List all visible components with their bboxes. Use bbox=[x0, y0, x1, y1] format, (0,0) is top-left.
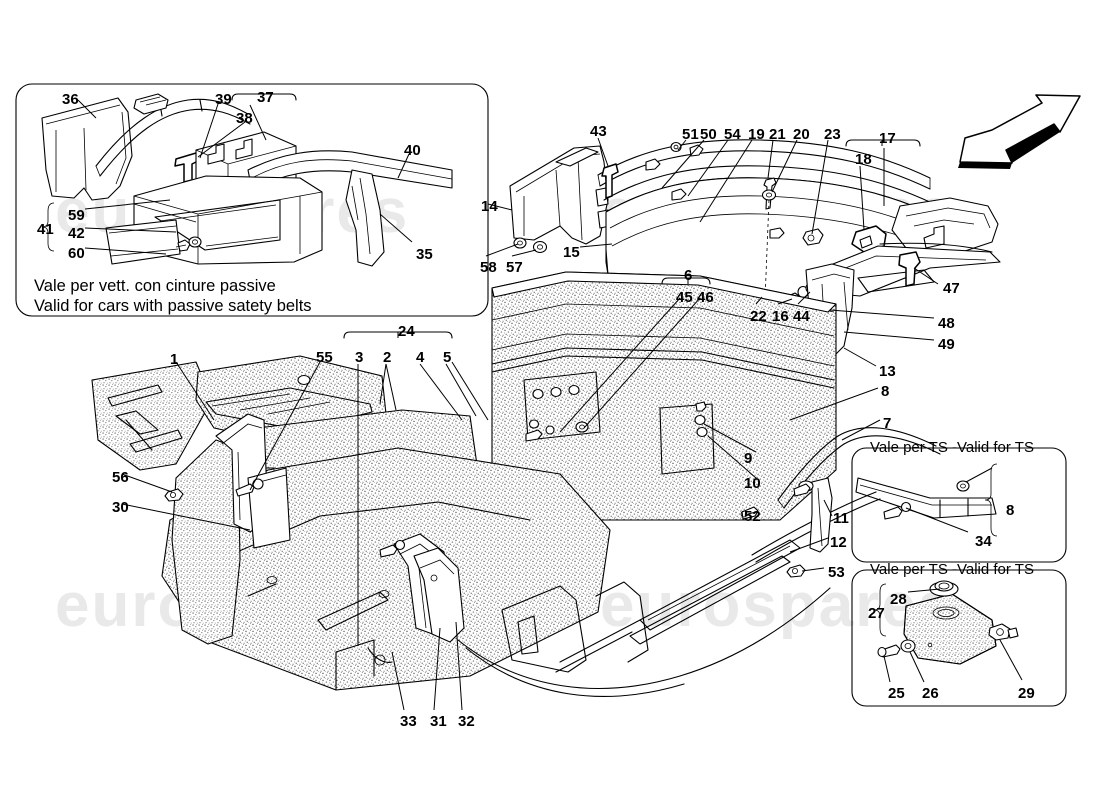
callout-number: 21 bbox=[769, 126, 786, 143]
callout-number: 55 bbox=[316, 349, 333, 366]
callout-number: 3 bbox=[355, 349, 364, 366]
callout-number: 2 bbox=[383, 349, 392, 366]
callout-number: 12 bbox=[830, 534, 847, 551]
inset-caption-passive-it: Vale per vett. con cinture passive bbox=[34, 277, 276, 295]
callout-number: 7 bbox=[883, 415, 892, 432]
callout-number: 10 bbox=[744, 475, 761, 492]
callout-number: 23 bbox=[824, 126, 841, 143]
callout-number: 40 bbox=[404, 142, 421, 159]
leader-lines bbox=[122, 138, 938, 710]
inset-caption-ts-upper: Vale per TS -Valid for TS bbox=[870, 439, 1034, 456]
callout-number: 19 bbox=[748, 126, 765, 143]
callout-number: 16 bbox=[772, 308, 789, 325]
callout-number: 38 bbox=[236, 110, 253, 127]
callout-number: 41 bbox=[37, 221, 54, 238]
callout-number: 25 bbox=[888, 685, 905, 702]
inset-ts-lower bbox=[852, 570, 1066, 706]
watermark-text: eurospares bbox=[600, 571, 955, 640]
callout-number: 8 bbox=[881, 383, 890, 400]
callout-number: 18 bbox=[855, 151, 872, 168]
callout-number: 60 bbox=[68, 245, 85, 262]
callout-number: 36 bbox=[62, 91, 79, 108]
callout-number: 51 bbox=[682, 126, 699, 143]
callout-number: 11 bbox=[833, 510, 849, 527]
callout-number: 39 bbox=[215, 91, 232, 108]
callout-number: 20 bbox=[793, 126, 810, 143]
callout-number: 28 bbox=[890, 591, 907, 608]
callout-number: 5 bbox=[443, 349, 452, 366]
callout-number: 22 bbox=[750, 308, 767, 325]
callout-number: 6 bbox=[684, 267, 693, 284]
callout-number: 34 bbox=[975, 533, 992, 550]
callout-number: 30 bbox=[112, 499, 129, 516]
callout-number: 58 bbox=[480, 259, 497, 276]
inset-caption-ts-lower: Vale per TS -Valid for TS bbox=[870, 561, 1034, 578]
callout-number: 1 bbox=[170, 351, 179, 368]
callout-number: 52 bbox=[744, 508, 761, 525]
callout-number: 54 bbox=[724, 126, 741, 143]
callout-number: 37 bbox=[257, 89, 274, 106]
callout-number: 33 bbox=[400, 713, 417, 730]
callout-number: 35 bbox=[416, 246, 433, 263]
callout-number: 48 bbox=[938, 315, 955, 332]
callout-number: 13 bbox=[879, 363, 896, 380]
callout-number: 56 bbox=[112, 469, 129, 486]
rear-carpet-panel bbox=[492, 272, 836, 577]
floor-carpets-left bbox=[92, 356, 610, 690]
callout-number: 43 bbox=[590, 123, 607, 140]
callout-number: 17 bbox=[879, 130, 896, 147]
callout-number: 9 bbox=[744, 450, 753, 467]
callout-number: 14 bbox=[481, 198, 498, 215]
part-14-left-trim bbox=[510, 146, 610, 244]
callout-number: 46 bbox=[697, 289, 714, 306]
callout-number: 15 bbox=[563, 244, 580, 261]
callout-number: 24 bbox=[398, 323, 415, 340]
callout-number: 47 bbox=[943, 280, 960, 297]
inset-ts-upper bbox=[852, 448, 1066, 562]
callout-number: 44 bbox=[793, 308, 810, 325]
callout-number: 50 bbox=[700, 126, 717, 143]
callout-number: 57 bbox=[506, 259, 523, 276]
callout-number: 32 bbox=[458, 713, 475, 730]
sill-profile-lines bbox=[458, 582, 830, 696]
inset-caption-passive-en: Valid for cars with passive satety belts bbox=[34, 297, 312, 315]
callout-number: 27 bbox=[868, 605, 885, 622]
callout-number: 4 bbox=[416, 349, 425, 366]
callout-number: 59 bbox=[68, 207, 85, 224]
callout-number: 42 bbox=[68, 225, 85, 242]
callout-number: 49 bbox=[938, 336, 955, 353]
callout-number: 45 bbox=[676, 289, 693, 306]
callout-number: 29 bbox=[1018, 685, 1035, 702]
callout-number: 53 bbox=[828, 564, 845, 581]
direction-arrow bbox=[958, 95, 1080, 169]
callout-number: 31 bbox=[430, 713, 447, 730]
callout-number: 8 bbox=[1006, 502, 1015, 519]
inset-passive-belts bbox=[16, 84, 488, 316]
part-17-rear-cushion bbox=[808, 198, 1000, 296]
callout-number: 26 bbox=[922, 685, 939, 702]
